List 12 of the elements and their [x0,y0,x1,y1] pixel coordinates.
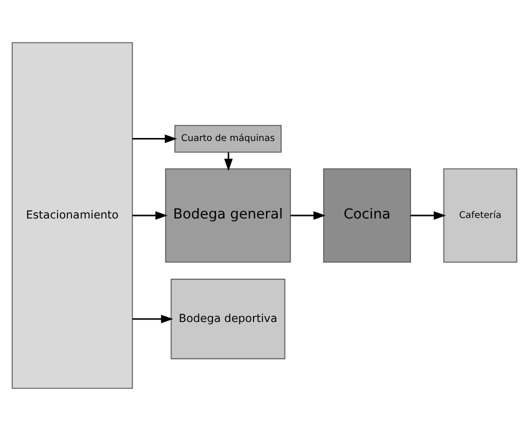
arrow [132,210,168,220]
node-box: Estacionamiento [12,42,133,388]
node-box: Cocina [323,168,411,262]
node-box: Cafetería [443,168,518,262]
node-box: Bodega general [165,168,291,262]
arrow [132,134,178,143]
arrow [224,152,233,170]
node-box: Bodega deportiva [170,278,286,359]
node-box: Cuarto de máquinas [174,124,282,152]
arrow [290,210,326,220]
arrow [410,210,446,220]
arrow [132,314,174,323]
